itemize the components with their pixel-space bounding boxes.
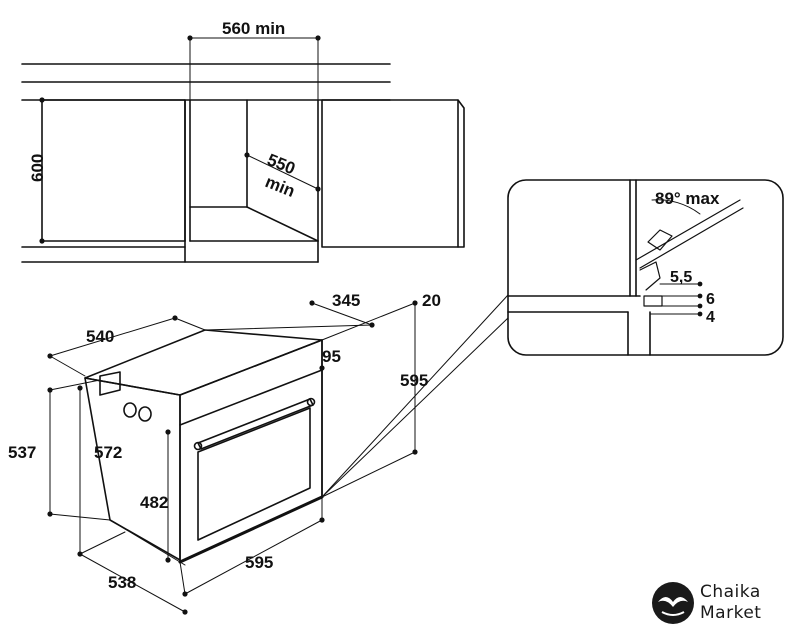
dim-538: 538 [108,573,136,592]
oven-dimension-lines [49,302,416,613]
dim-5-5: 5,5 [670,269,692,286]
niche-dim-dots [39,35,321,244]
oven-dim-dots [47,281,703,615]
dim-89-max: 89° max [655,189,720,208]
chaika-market-logo: Chaika Market [650,580,800,630]
cabinet-niche-drawing [21,37,465,263]
dim-537: 537 [8,443,36,462]
dim-600: 600 [28,154,47,182]
dim-482: 482 [140,493,168,512]
dim-20: 20 [422,291,441,310]
dim-572: 572 [94,443,122,462]
seagull-icon [652,582,694,624]
brand-line-1: Chaika [700,582,761,602]
dim-595-width: 595 [245,553,273,572]
dim-560-min: 560 min [222,19,285,38]
brand-line-2: Market [700,603,762,623]
dim-345: 345 [332,291,360,310]
dim-540: 540 [86,327,114,346]
dim-6: 6 [706,291,715,308]
dim-4: 4 [706,309,715,326]
dim-95: 95 [322,347,341,366]
door-detail-callout [507,179,784,356]
dim-595-height: 595 [400,371,428,390]
